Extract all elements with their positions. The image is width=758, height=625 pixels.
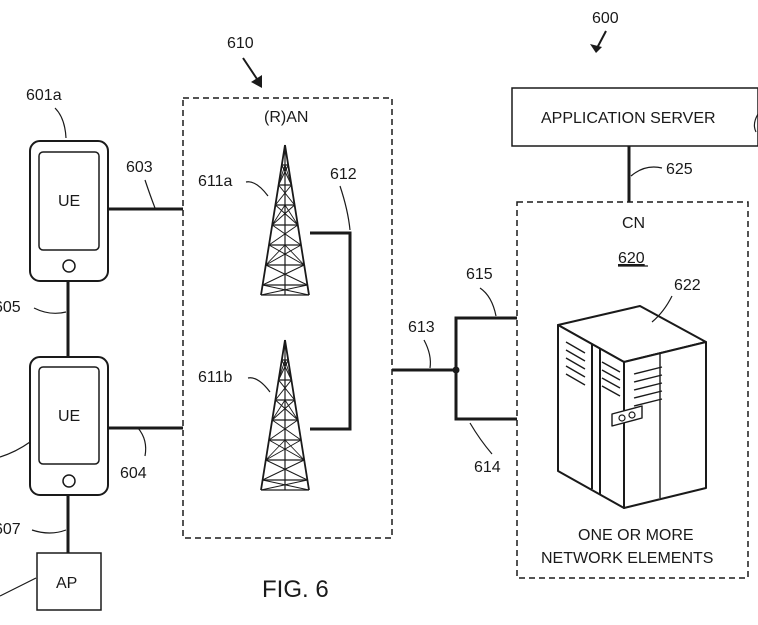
tower-b-ref: 611b: [198, 369, 233, 386]
leader-line: [137, 427, 147, 457]
leader-line: [33, 307, 67, 314]
element-ref: 622: [674, 277, 701, 294]
figure-ref-600: 600: [592, 10, 619, 27]
leader-line: [31, 529, 67, 534]
leader-line: [651, 295, 673, 323]
ue-device-1: [29, 140, 109, 282]
cn-fork-lines: [454, 316, 517, 421]
leader-line: [0, 441, 31, 458]
figure-caption: FIG. 6: [262, 576, 329, 603]
ran-title: (R)AN: [264, 109, 308, 126]
application-server-label: APPLICATION SERVER: [541, 110, 716, 127]
link-604-ref: 604: [120, 465, 147, 482]
leader-line: [339, 185, 351, 231]
cn-boundary: [516, 201, 749, 579]
ue2-label: UE: [58, 408, 80, 425]
arrow-icon: [590, 30, 607, 53]
home-button-icon: [62, 474, 76, 488]
link-603-ref: 603: [126, 159, 153, 176]
backhaul-line: [310, 231, 352, 431]
ran-ref-610: 610: [227, 35, 254, 52]
leader-line: [479, 287, 497, 317]
backhaul-ref: 612: [330, 166, 357, 183]
leader-line: [247, 377, 271, 393]
tower-a-ref: 611a: [198, 173, 233, 190]
tower-611a-icon: [260, 144, 310, 296]
leader-line: [245, 181, 269, 197]
cn-title: CN: [622, 215, 645, 232]
cn-elements-line1: ONE OR MORE: [578, 527, 694, 544]
leader-line: [753, 113, 758, 133]
ue1-ref: 601a: [26, 87, 62, 104]
leader-line: [54, 107, 67, 139]
sidelink-ref: 605: [0, 299, 21, 316]
server-cabinet-icon: [557, 305, 707, 509]
cn-elements-line2: NETWORK ELEMENTS: [541, 550, 713, 567]
leader-line: [630, 166, 663, 177]
link-614-ref: 614: [474, 459, 501, 476]
ue1-label: UE: [58, 193, 80, 210]
link-625-ref: 625: [666, 161, 693, 178]
leader-line: [423, 339, 431, 369]
ap-box: [36, 552, 102, 611]
ran-boundary: [182, 97, 393, 539]
home-button-icon: [62, 259, 76, 273]
tower-611b-icon: [260, 339, 310, 491]
link-613-ref: 613: [408, 319, 435, 336]
leader-line: [144, 179, 156, 209]
link-615-ref: 615: [466, 266, 493, 283]
leader-line: [0, 577, 37, 597]
ap-link-ref: 607: [0, 521, 21, 538]
ue-device-2: [29, 356, 109, 496]
leader-line: [469, 422, 493, 455]
cn-ref: 620: [618, 250, 645, 267]
application-server-box: [511, 87, 758, 147]
arrow-icon: [242, 57, 262, 88]
ap-label: AP: [56, 575, 77, 592]
